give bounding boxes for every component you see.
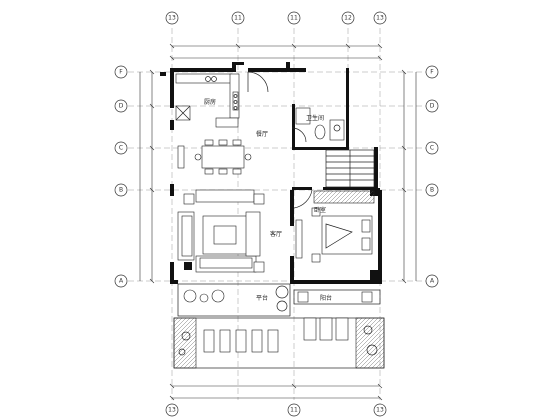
axis-top-label: 11 [290, 15, 298, 22]
axis-bubbles-top: 13 11 11 12 13 [165, 11, 387, 25]
kitchen: 厨房 [175, 71, 269, 128]
axis-bottom-label: 13 [168, 407, 176, 414]
axis-right-label: C [430, 145, 434, 152]
axis-right-label: B [430, 187, 434, 194]
axis-left-label: A [119, 278, 124, 285]
axis-bubbles-right: F D C B A [425, 65, 439, 288]
axis-top-label: 11 [234, 15, 242, 22]
axis-left-label: C [119, 145, 123, 152]
wc-label: 卫生间 [306, 114, 324, 122]
axis-left-label: D [119, 103, 124, 110]
walls [160, 62, 382, 284]
garden-deck [173, 317, 385, 369]
axis-bubbles-left: F D C B A [114, 65, 128, 288]
dining-label: 餐厅 [256, 130, 268, 138]
axis-right-label: F [430, 69, 434, 76]
axis-bubbles-bottom: 13 11 13 [165, 403, 387, 417]
axis-bottom-label: 13 [376, 407, 384, 414]
axis-right-label: A [430, 278, 435, 285]
dimension-lines [139, 43, 417, 401]
balcony-label: 阳台 [320, 294, 332, 302]
living-label: 客厅 [270, 230, 282, 238]
dining-area: 餐厅 [177, 130, 268, 175]
living-room: 客厅 [177, 189, 282, 273]
axis-left-label: F [119, 69, 123, 76]
axis-top-label: 12 [344, 15, 352, 22]
kitchen-label: 厨房 [204, 98, 216, 106]
staircase [325, 149, 375, 188]
axis-top-label: 13 [168, 15, 176, 22]
axis-top-label: 13 [376, 15, 384, 22]
terrace: 平台 阳台 [177, 283, 381, 317]
terrace-label: 平台 [256, 294, 268, 302]
axis-right-label: D [430, 103, 435, 110]
axis-left-label: B [119, 187, 123, 194]
wc: 卫生间 [291, 107, 345, 143]
axis-bottom-label: 11 [290, 407, 298, 414]
bedroom-label: 卧室 [314, 206, 326, 214]
bedroom: 卧室 [293, 189, 375, 263]
